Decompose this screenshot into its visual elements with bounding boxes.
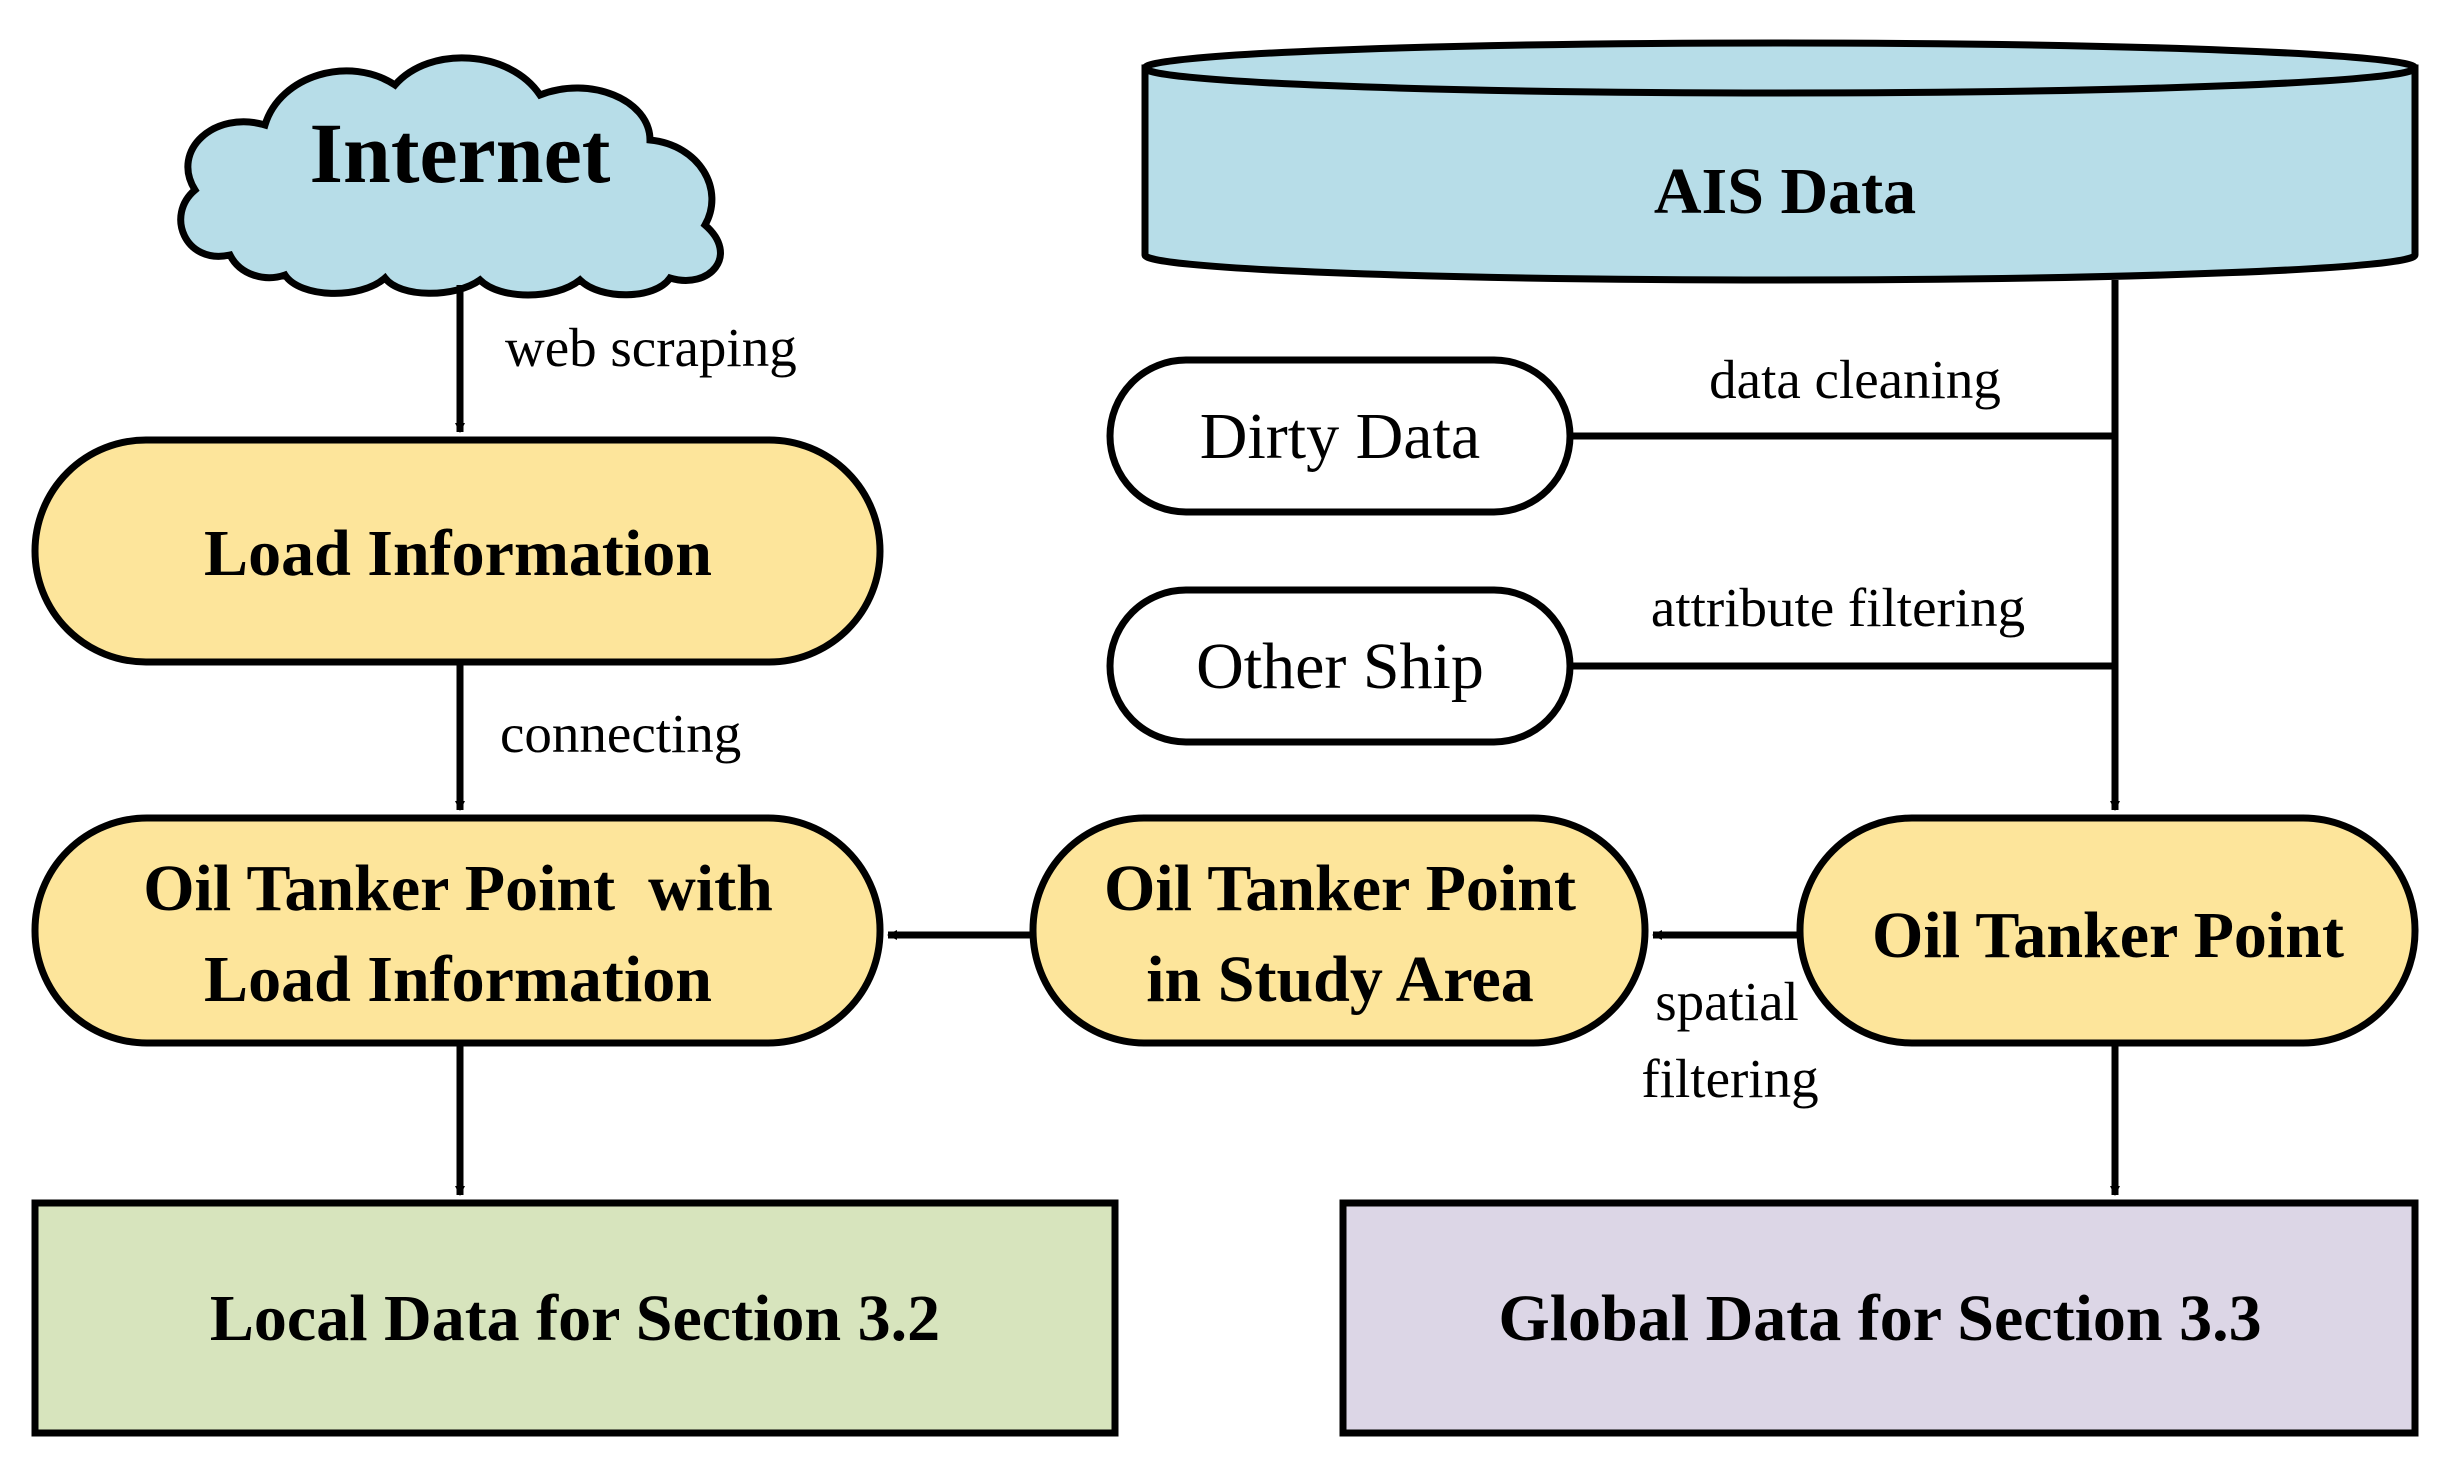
local-data-node: Local Data for Section 3.2 (31, 1199, 1119, 1437)
tanker-load-label-line2: Load Information (204, 943, 712, 1016)
attribute-filtering-label: attribute filtering (1651, 577, 2025, 638)
local-data-shape (31, 1199, 1119, 1437)
tanker-study-label-line1: Oil Tanker Point (1104, 852, 1576, 925)
global-data-node: Global Data for Section 3.3 (1339, 1199, 2419, 1437)
database-top (1141, 39, 2419, 97)
global-data-shape (1339, 1199, 2419, 1437)
tanker-study-label-line2: in Study Area (1146, 943, 1534, 1016)
web-scraping-label: web scraping (505, 317, 797, 378)
local-data-label: Local Data for Section 3.2 (210, 1282, 940, 1355)
other-ship-node: Other Ship (1106, 586, 1574, 746)
tanker-point-shape (1796, 814, 2419, 1047)
tanker-point-label: Oil Tanker Point (1872, 899, 2344, 972)
other-ship-label: Other Ship (1196, 630, 1484, 703)
dirty-data-label: Dirty Data (1200, 400, 1480, 473)
load-information-label: Load Information (204, 517, 712, 590)
dirty-data-node: Dirty Data (1106, 356, 1574, 516)
spatial-filtering-label-line2: filtering (1641, 1048, 1818, 1109)
internet-label: Internet (310, 105, 611, 201)
database-body (1141, 64, 2419, 284)
tanker-study-node: Oil Tanker Point in Study Area (1029, 814, 1649, 1047)
tanker-point-node: Oil Tanker Point (1796, 814, 2419, 1047)
internet-cloud: Internet (177, 54, 724, 299)
tanker-study-shape (1029, 814, 1649, 1047)
connecting-label: connecting (500, 703, 741, 764)
load-information-node: Load Information (31, 436, 884, 666)
ais-database: AIS Data (1141, 39, 2419, 284)
tanker-load-label-line1: Oil Tanker Point with (143, 852, 773, 925)
ais-data-label: AIS Data (1654, 155, 1916, 228)
global-data-label: Global Data for Section 3.3 (1498, 1282, 2261, 1355)
data-cleaning-label: data cleaning (1709, 349, 2001, 410)
cloud-shape (177, 54, 724, 299)
spatial-filtering-label-line1: spatial (1655, 971, 1799, 1032)
tanker-load-node: Oil Tanker Point with Load Information (31, 814, 884, 1047)
